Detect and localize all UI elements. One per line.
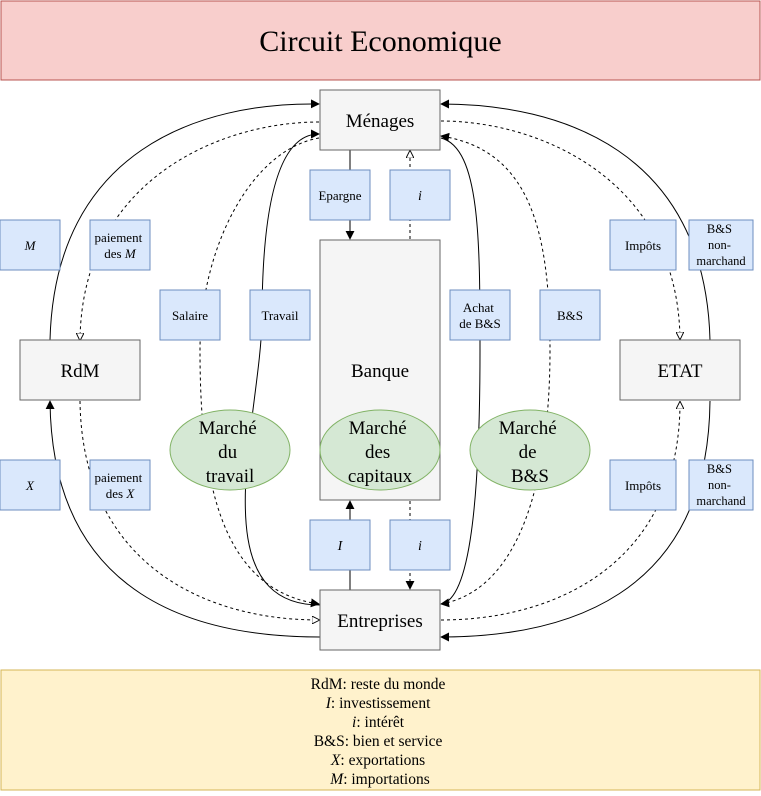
legend-text-bs: : bien et service: [345, 733, 443, 750]
node-rdm-label: RdM: [60, 361, 99, 382]
bs-nonmarchand-bottom-line1: B&S: [707, 462, 732, 476]
legend-text-exportations: : exportations: [340, 752, 425, 769]
market-travail-line2: du: [218, 442, 238, 463]
flow-label-achat-bs: Achat de B&S: [449, 289, 511, 341]
paiement-x-line2: des: [106, 486, 127, 501]
market-bs-line3: B&S: [511, 466, 549, 487]
flow-label-epargne: Epargne: [309, 169, 371, 221]
node-etat: ETAT: [619, 339, 741, 401]
flow-label-interet-top-text: i: [418, 189, 422, 204]
legend-text-rdm: : reste du monde: [343, 676, 446, 693]
legend-key-exportations: X: [330, 752, 341, 769]
svg-text:Marché du travail: Marché du travail: [199, 418, 262, 487]
market-travail-line1: Marché: [199, 418, 257, 439]
title-banner: [0, 0, 761, 81]
legend-key-importations: M: [329, 771, 344, 788]
flow-label-impots-top: Impôts: [609, 219, 677, 271]
flow-label-paiement-m: paiement des M: [89, 219, 151, 271]
bs-nonmarchand-bottom-line2: non-: [708, 478, 731, 492]
paiement-m-line1: paiement: [95, 230, 143, 245]
page-title: Circuit Economique: [259, 25, 501, 58]
arrow-entreprises-to-menages-travail: [244, 129, 321, 606]
paiement-x-line2-var: X: [125, 486, 135, 501]
paiement-m-line2-var: M: [124, 246, 137, 261]
flow-label-impots-top-text: Impôts: [625, 238, 661, 253]
legend-key-investissement: I: [325, 695, 332, 712]
flow-label-bs-nonmarchand-top: B&S non- marchand: [688, 219, 754, 271]
flow-label-salaire: Salaire: [159, 289, 221, 341]
svg-text:Marché de B&S: Marché de B&S: [499, 418, 562, 487]
flow-label-paiement-x: paiement des X: [89, 459, 151, 511]
arrow-menages-to-entreprises-achat: [440, 137, 481, 608]
node-banque-label: Banque: [351, 361, 409, 382]
flow-label-bs-text: B&S: [557, 308, 583, 323]
legend-text-importations: : importations: [343, 771, 430, 788]
flow-label-travail: Travail: [249, 289, 311, 341]
node-rdm: RdM: [19, 339, 141, 401]
bs-nonmarchand-top-line1: B&S: [707, 222, 732, 236]
market-capitaux: Marché des capitaux: [319, 409, 441, 491]
market-capitaux-line3: capitaux: [348, 466, 413, 487]
market-bs-line1: Marché: [499, 418, 557, 439]
arrow-menages-to-rdm: [80, 121, 320, 340]
flow-label-x: X: [0, 459, 61, 511]
paiement-m-line2: des: [104, 246, 125, 261]
svg-text:paiement des X: paiement des X: [95, 470, 146, 501]
flow-label-interet-top: i: [389, 169, 451, 221]
legend-key-bs: B&S: [314, 733, 345, 750]
svg-text:B&S non- marchand: B&S non- marchand: [696, 222, 746, 268]
legend: RdM: reste du monde I: investissement i:…: [311, 676, 450, 788]
arrow-menages-to-etat: [440, 120, 680, 339]
flow-label-x-text: X: [25, 478, 35, 493]
flow-label-interet-bottom-text: i: [418, 539, 422, 554]
flow-label-epargne-text: Epargne: [318, 188, 361, 203]
flow-label-impots-bottom-text: Impôts: [625, 478, 661, 493]
svg-text:B&S non- marchand: B&S non- marchand: [696, 462, 746, 508]
node-etat-label: ETAT: [658, 361, 703, 382]
legend-key-interet: i: [352, 714, 356, 731]
svg-text:Marché des capitau: Marché des capitaux: [348, 418, 413, 487]
arrow-menages-to-entreprises-salaire: [199, 137, 320, 608]
bs-nonmarchand-top-line2: non-: [708, 238, 731, 252]
bs-nonmarchand-bottom-line3: marchand: [696, 494, 746, 508]
flow-label-bs: B&S: [539, 289, 601, 341]
flow-label-travail-text: Travail: [261, 308, 298, 323]
arrow-entreprises-to-menages-bs: [440, 132, 551, 605]
svg-text:paiement des M: paiement des M: [95, 230, 146, 261]
legend-key-rdm: RdM: [311, 676, 343, 693]
legend-text-investissement: : investissement: [331, 695, 431, 712]
achat-bs-line2: de B&S: [459, 316, 501, 331]
bs-nonmarchand-top-line3: marchand: [696, 254, 746, 268]
flow-label-bs-nonmarchand-bottom: B&S non- marchand: [688, 459, 754, 511]
achat-bs-line1: Achat: [463, 300, 494, 315]
node-menages-label: Ménages: [346, 111, 415, 132]
flow-label-investissement: I: [309, 519, 371, 571]
market-capitaux-line1: Marché: [349, 418, 407, 439]
node-menages: Ménages: [319, 89, 441, 151]
flow-label-m-text: M: [24, 238, 37, 253]
market-travail: Marché du travail: [169, 409, 291, 491]
legend-text-interet: : intérêt: [356, 714, 404, 731]
market-bs-line2: de: [519, 442, 537, 463]
market-capitaux-line2: des: [365, 442, 390, 463]
node-entreprises-label: Entreprises: [337, 611, 422, 632]
flow-label-salaire-text: Salaire: [172, 308, 208, 323]
flow-label-impots-bottom: Impôts: [609, 459, 677, 511]
paiement-x-line1: paiement: [95, 470, 143, 485]
flow-label-m: M: [0, 219, 61, 271]
svg-text:Achat de B&S: Achat de B&S: [459, 300, 501, 331]
market-travail-line3: travail: [206, 466, 255, 487]
node-entreprises: Entreprises: [319, 589, 441, 651]
legend-box: [0, 669, 761, 791]
flow-label-investissement-text: I: [337, 539, 344, 554]
flow-label-interet-bottom: i: [389, 519, 451, 571]
market-bs: Marché de B&S: [469, 409, 591, 491]
